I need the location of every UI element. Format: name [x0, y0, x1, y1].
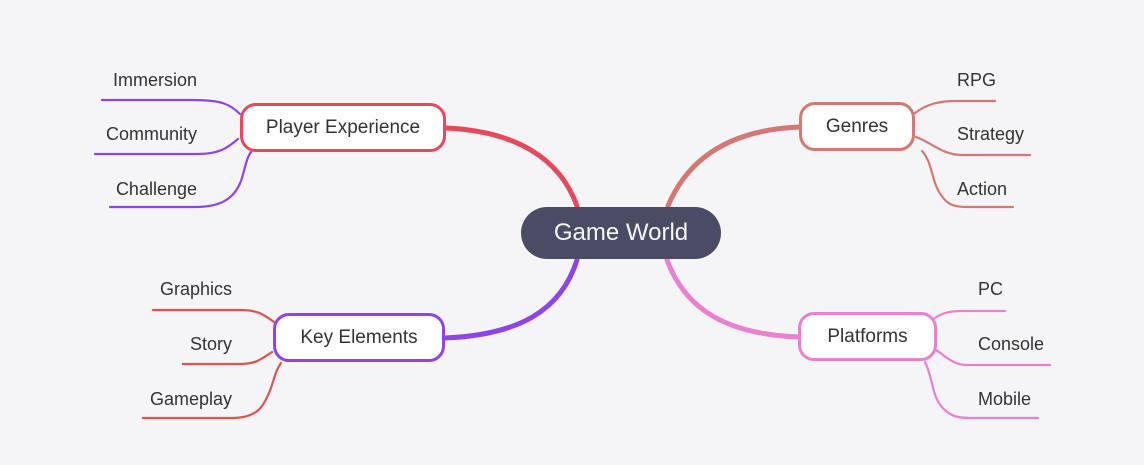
edge-challenge — [108, 150, 253, 209]
leaf-story[interactable]: Story — [189, 334, 232, 354]
node-player-experience[interactable]: Player Experience — [240, 103, 446, 152]
node-genres[interactable]: Genres — [799, 102, 915, 151]
leaf-immersion[interactable]: Immersion — [112, 70, 197, 90]
edge-immersion — [100, 98, 242, 116]
edge-pc — [930, 309, 1007, 322]
edge-graphics — [151, 308, 276, 324]
edge-gameplay — [141, 361, 283, 420]
leaf-pc[interactable]: PC — [978, 279, 1004, 299]
edge-strategy — [914, 135, 1032, 157]
edge-root-player-experience — [443, 125, 580, 209]
leaf-console[interactable]: Console — [978, 334, 1045, 354]
node-game-world[interactable]: Game World — [521, 207, 721, 259]
node-player-experience-label: Player Experience — [265, 116, 421, 138]
edge-action — [920, 149, 1015, 209]
leaf-challenge[interactable]: Challenge — [115, 179, 197, 199]
leaf-action[interactable]: Action — [957, 179, 1008, 199]
node-key-elements[interactable]: Key Elements — [273, 313, 445, 362]
leaf-graphics[interactable]: Graphics — [159, 279, 232, 299]
edge-mobile — [923, 360, 1040, 420]
edge-root-genres — [665, 124, 802, 209]
leaf-strategy[interactable]: Strategy — [957, 124, 1025, 144]
leaf-mobile[interactable]: Mobile — [978, 389, 1032, 409]
root-label: Game World — [553, 219, 689, 246]
leaf-gameplay[interactable]: Gameplay — [149, 389, 232, 409]
edge-console — [934, 348, 1052, 367]
leaf-rpg[interactable]: RPG — [957, 70, 997, 90]
edge-community — [93, 137, 240, 156]
edge-root-key-elements — [442, 257, 580, 341]
node-platforms[interactable]: Platforms — [798, 312, 937, 361]
node-genres-label: Genres — [825, 115, 889, 137]
leaf-community[interactable]: Community — [105, 124, 197, 144]
edge-rpg — [913, 99, 997, 115]
edge-story — [181, 350, 274, 366]
node-platforms-label: Platforms — [827, 325, 908, 347]
node-key-elements-label: Key Elements — [300, 326, 418, 348]
edge-root-platforms — [664, 257, 801, 340]
